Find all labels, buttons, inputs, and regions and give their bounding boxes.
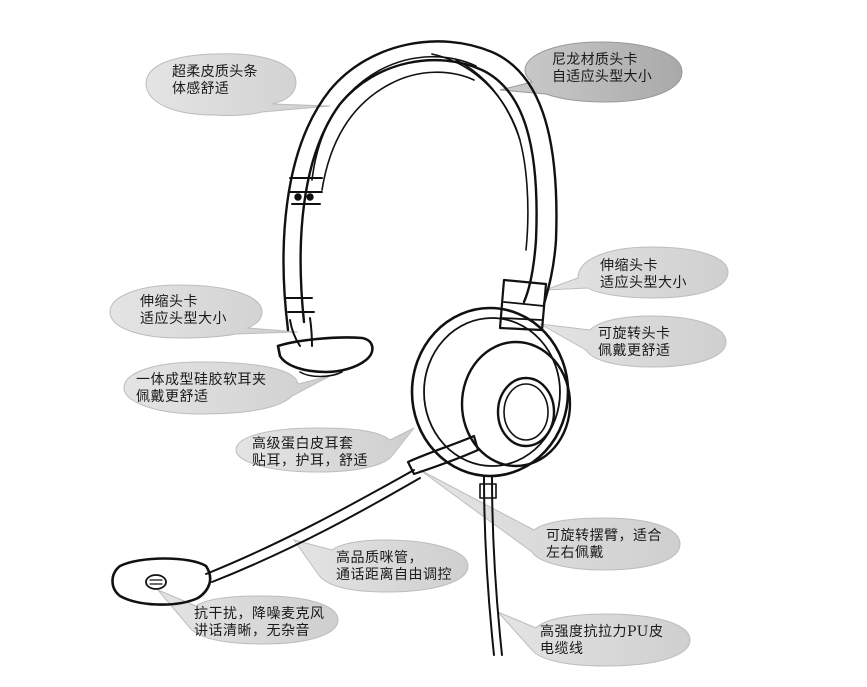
callout-ear-clip-line2: 佩戴更舒适 (136, 389, 209, 405)
callout-swing-arm: 可旋转摆臂，适合 左右佩戴 (546, 528, 662, 562)
bubble-rotating-headband (539, 315, 727, 368)
callout-nylon-headband: 尼龙材质头卡 自适应头型大小 (552, 52, 652, 86)
bubble-mic-tube (292, 539, 469, 593)
callout-headband-strip: 超柔皮质头条 体感舒适 (172, 64, 258, 98)
callout-ear-cushion: 高级蛋白皮耳套 贴耳，护耳，舒适 (252, 436, 368, 470)
ear-clip-shape (276, 336, 374, 374)
bubble-noise-cancel (157, 589, 339, 645)
mic-boom (205, 469, 421, 583)
mic-capsule (111, 557, 212, 606)
callout-noise-cancel-line1: 抗干扰，降噪麦克风 (194, 606, 325, 622)
callout-nylon-headband-line1: 尼龙材质头卡 (552, 52, 638, 68)
callout-ear-clip: 一体成型硅胶软耳夹 佩戴更舒适 (136, 372, 267, 406)
callout-ear-cushion-line2: 贴耳，护耳，舒适 (252, 453, 368, 469)
callout-swing-arm-line2: 左右佩戴 (546, 545, 604, 561)
cable (483, 475, 503, 656)
bubble-telescopic-left (109, 284, 299, 339)
callout-headband-strip-line2: 体感舒适 (172, 81, 230, 97)
callout-telescopic-left-line2: 适应头型大小 (140, 311, 227, 327)
callout-cable-line1: 高强度抗拉力PU皮 (540, 624, 664, 640)
speaker-center (496, 376, 556, 448)
callout-mic-tube: 高品质咪管， 通话距离自由调控 (336, 550, 452, 584)
headset-line-art (111, 40, 572, 656)
callout-telescopic-right: 伸缩头卡 适应头型大小 (600, 258, 687, 292)
bubble-ear-clip (123, 361, 331, 415)
left-slider (289, 177, 323, 205)
callout-telescopic-right-line2: 适应头型大小 (600, 275, 687, 291)
bubble-nylon-headband (499, 41, 683, 103)
callout-rotating-headband: 可旋转头卡 佩戴更舒适 (598, 326, 671, 360)
callout-bubbles (109, 41, 729, 667)
callout-mic-tube-line1: 高品质咪管， (336, 550, 423, 566)
callout-rotating-headband-line2: 佩戴更舒适 (598, 343, 671, 359)
bubble-ear-cushion (235, 427, 415, 473)
callout-cable-line2: 电缆线 (540, 641, 584, 657)
callout-telescopic-left-line1: 伸缩头卡 (140, 294, 198, 310)
callout-ear-cushion-line1: 高级蛋白皮耳套 (252, 436, 354, 452)
ear-cushion-shape (460, 340, 572, 468)
callout-mic-tube-line2: 通话距离自由调控 (336, 567, 452, 583)
bubble-cable (497, 611, 691, 667)
callout-headband-strip-line1: 超柔皮质头条 (172, 64, 258, 80)
callout-noise-cancel-line2: 讲话清晰，无杂音 (194, 623, 310, 639)
callout-telescopic-left: 伸缩头卡 适应头型大小 (140, 294, 227, 328)
callout-telescopic-right-line1: 伸缩头卡 (600, 258, 658, 274)
callout-nylon-headband-line2: 自适应头型大小 (552, 69, 653, 85)
bubble-headband-strip (145, 53, 331, 117)
bubble-telescopic-right (544, 246, 729, 299)
headband-outer (282, 40, 558, 332)
callout-swing-arm-line1: 可旋转摆臂，适合 (546, 528, 662, 544)
callout-noise-cancel: 抗干扰，降噪麦克风 讲话清晰，无杂音 (194, 606, 325, 640)
bubble-swing-arm (419, 469, 681, 571)
swing-arm (406, 434, 480, 476)
callout-ear-clip-line1: 一体成型硅胶软耳夹 (136, 372, 267, 388)
callout-rotating-headband-line1: 可旋转头卡 (598, 326, 671, 342)
callout-cable: 高强度抗拉力PU皮 电缆线 (540, 624, 663, 658)
